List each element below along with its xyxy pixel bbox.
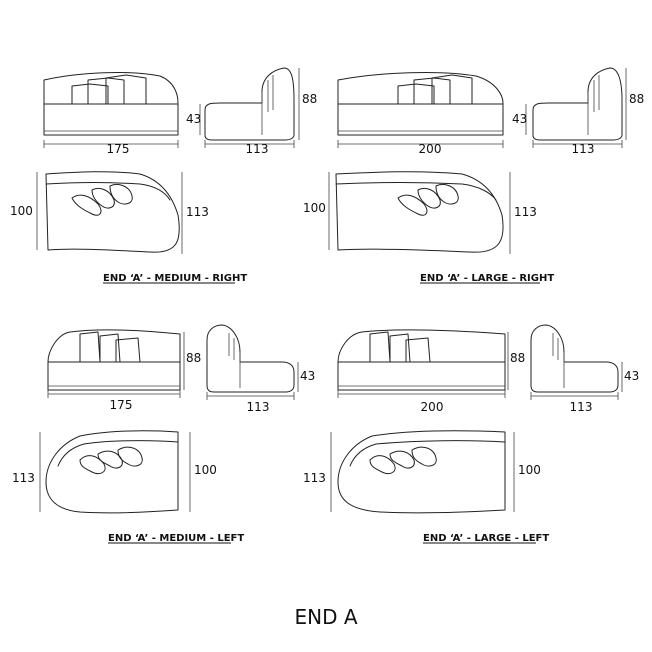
side-height-label: 88 [302,92,317,106]
plan-view [337,430,506,514]
plan-depth-short-label: 100 [10,204,33,218]
module-large-left: 200 88 113 43 113 100 END ‘A’ - LARGE - … [303,324,639,544]
module-medium-right: 175 43 113 88 100 113 END ‘A’ - MEDIUM -… [10,67,317,284]
module-caption: END ‘A’ - LARGE - LEFT [423,533,549,544]
plan-depth-short-label: 100 [303,201,326,215]
side-depth-label: 113 [246,142,269,156]
front-view [43,72,179,136]
side-view [530,324,619,393]
plan-depth-long-label: 113 [514,205,537,219]
front-height-label: 88 [510,351,525,365]
front-height-label: 88 [186,351,201,365]
side-view [206,324,295,393]
front-height-label: 43 [512,112,527,126]
side-view [204,67,295,141]
side-depth-label: 113 [247,400,270,414]
front-width-label: 200 [421,400,444,414]
front-width-label: 200 [419,142,442,156]
plan-depth-short-label: 100 [194,463,217,477]
side-depth-label: 113 [572,142,595,156]
front-width-label: 175 [110,398,133,412]
side-height-label: 43 [624,369,639,383]
side-view [532,67,623,141]
plan-depth-short-label: 100 [518,463,541,477]
plan-depth-long-label: 113 [12,471,35,485]
module-caption: END ‘A’ - LARGE - RIGHT [420,273,554,284]
sheet-title: END A [294,605,357,629]
plan-view [45,171,180,253]
module-large-right: 200 43 113 88 100 113 END ‘A’ - LARGE - … [303,67,644,284]
front-width-label: 175 [107,142,130,156]
module-medium-left: 175 88 113 43 113 100 END ‘A’ - MEDIUM -… [12,324,315,544]
plan-depth-long-label: 113 [303,471,326,485]
front-view [47,329,181,391]
plan-depth-long-label: 113 [186,205,209,219]
front-view [337,72,504,136]
side-height-label: 88 [629,92,644,106]
module-caption: END ‘A’ - MEDIUM - LEFT [108,533,244,544]
front-view [337,329,506,391]
plan-view [335,171,504,253]
module-caption: END ‘A’ - MEDIUM - RIGHT [103,273,247,284]
plan-view [45,430,179,514]
side-depth-label: 113 [570,400,593,414]
front-height-label: 43 [186,112,201,126]
side-height-label: 43 [300,369,315,383]
